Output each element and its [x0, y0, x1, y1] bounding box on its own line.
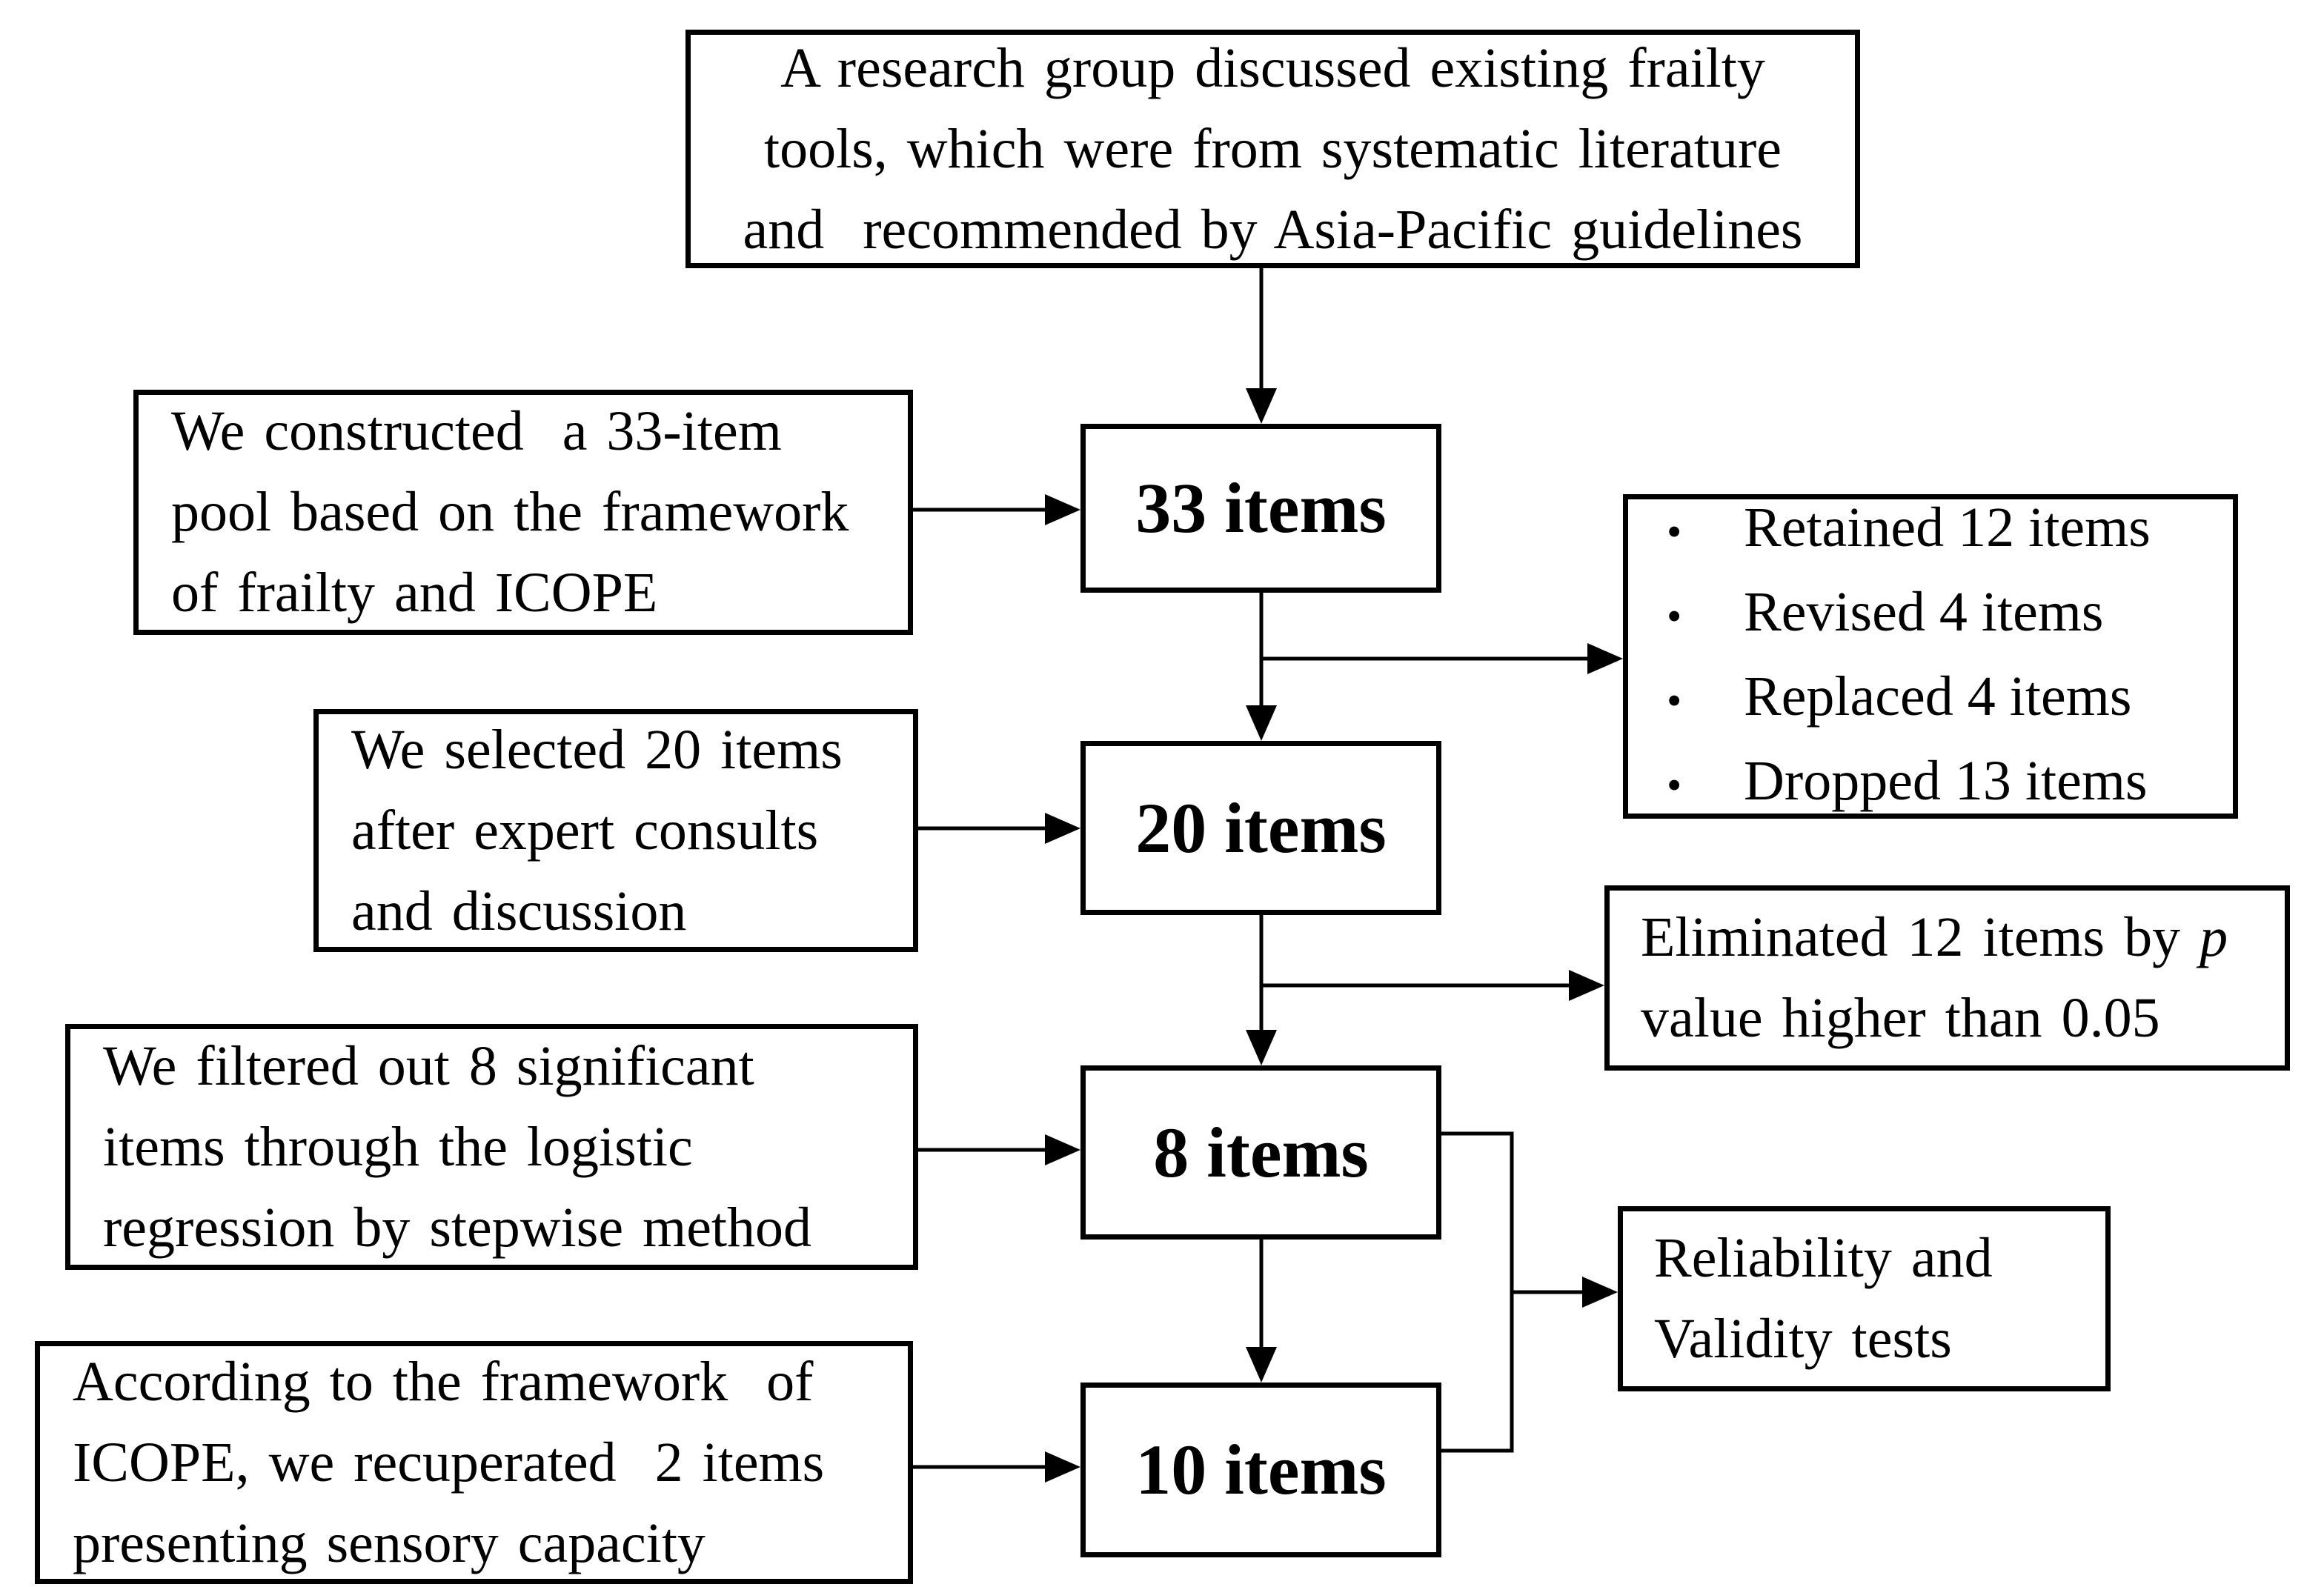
bullet-icon: • [1667, 761, 1682, 809]
p-value-symbol: p [2200, 906, 2228, 968]
node-label: 8 items [1153, 1112, 1369, 1192]
text-line: value higher than 0.05 [1641, 987, 2160, 1049]
bullet-item: • Replaced 4 items [1667, 656, 2225, 741]
text-line: and discussion [351, 879, 687, 942]
bullet-icon: • [1667, 676, 1682, 725]
note-constructed-pool: We constructed a 33-item pool based on t… [133, 390, 913, 635]
arrow-recuperated-to-10 [913, 1451, 1080, 1483]
text-line: Validity tests [1654, 1308, 1952, 1370]
text-line: presenting sensory capacity [73, 1511, 706, 1574]
text-line: pool based on the framework [171, 481, 849, 543]
arrow-filtered-to-8 [918, 1134, 1080, 1165]
text-line: Reliability and [1654, 1227, 1993, 1289]
arrow-branch-to-changes [1261, 643, 1623, 674]
bullet-item-label: Replaced 4 items [1744, 665, 2132, 728]
text-line: A research group discussed existing frai… [780, 36, 1765, 99]
text-line: items through the logistic [103, 1115, 693, 1178]
text-line: Eliminated 12 items by p [1641, 897, 2273, 978]
note-filtered-8: We filtered out 8 significant items thro… [65, 1024, 918, 1270]
arrow-8-to-10-items [1246, 1240, 1277, 1383]
text-line: We selected 20 items [351, 718, 843, 781]
arrow-top-to-33-items [1246, 268, 1277, 424]
node-research-group: A research group discussed existing frai… [685, 30, 1860, 268]
node-10-items: 10 items [1080, 1383, 1441, 1557]
text-line: and recommended by Asia-Pacific guidelin… [743, 198, 1803, 261]
arrow-constructed-to-33 [913, 494, 1080, 525]
text-line: of frailty and ICOPE [171, 562, 658, 624]
node-8-items: 8 items [1080, 1065, 1441, 1240]
bullet-icon: • [1667, 508, 1682, 556]
note-recuperated-2: According to the framework of ICOPE, we … [35, 1341, 913, 1584]
text-line: We filtered out 8 significant [103, 1034, 754, 1097]
text-line: According to the framework of [73, 1350, 814, 1413]
node-label: 10 items [1135, 1430, 1387, 1509]
text-line: tools, which were from systematic litera… [763, 117, 1782, 180]
note-selected-20: We selected 20 items after expert consul… [313, 709, 918, 952]
text-line: regression by stepwise method [103, 1196, 812, 1259]
node-label: 33 items [1135, 468, 1387, 548]
node-label: 20 items [1135, 788, 1387, 868]
panel-eliminated: Eliminated 12 items by p value higher th… [1604, 885, 2290, 1071]
node-33-items: 33 items [1080, 424, 1441, 593]
arrow-20-to-8-items [1246, 915, 1277, 1065]
bullet-icon: • [1667, 592, 1682, 640]
arrow-selected-to-20 [918, 813, 1080, 844]
eliminated-text: Eliminated 12 items by [1641, 906, 2200, 968]
text-line: We constructed a 33-item [171, 400, 782, 462]
text-line: after expert consults [351, 799, 819, 862]
bullet-item: • Retained 12 items [1667, 488, 2225, 572]
panel-item-changes: • Retained 12 items • Revised 4 items • … [1623, 494, 2238, 819]
bullet-item-label: Revised 4 items [1744, 581, 2104, 643]
arrow-33-to-20-items [1246, 593, 1277, 741]
text-line: ICOPE, we recuperated 2 items [73, 1431, 825, 1494]
bullet-item-label: Dropped 13 items [1744, 750, 2148, 812]
bullet-item-label: Retained 12 items [1744, 496, 2151, 559]
panel-reliability-validity: Reliability and Validity tests [1618, 1206, 2111, 1391]
bullet-item: • Revised 4 items [1667, 572, 2225, 656]
bullet-item: • Dropped 13 items [1667, 741, 2225, 825]
bracket-8-and-10-to-tests [1441, 1131, 1618, 1453]
arrow-branch-to-eliminated [1261, 970, 1604, 1001]
node-20-items: 20 items [1080, 741, 1441, 915]
